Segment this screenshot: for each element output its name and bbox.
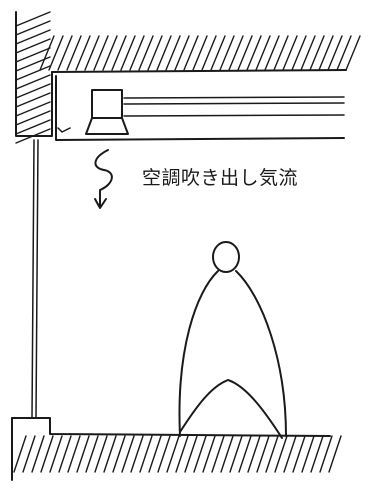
floor-hatch-line (130, 435, 144, 473)
floor-hatch-line (202, 435, 216, 473)
ceiling-hatch-line (75, 35, 91, 71)
ceiling-hatch-line (318, 35, 334, 71)
ceiling-hatch-line (165, 35, 181, 71)
wall-hatch-line (15, 101, 51, 117)
ceiling-hatch-line (264, 35, 280, 71)
floor-hatch-line (157, 435, 171, 473)
floor-hatch-line (211, 435, 225, 473)
ceiling-hatch-line (228, 35, 244, 71)
ceiling-hatch-line (291, 35, 307, 71)
ceiling-hatch-line (246, 35, 262, 71)
ceiling-hatch-line (156, 35, 172, 71)
wall-hatch-line (15, 83, 51, 99)
floor-hatch-line (31, 435, 45, 473)
floor-hatch-line (94, 435, 108, 473)
floor-hatch-line (139, 435, 153, 473)
ceiling-hatch-line (327, 35, 343, 71)
ceiling-hatch-line (138, 35, 154, 71)
wall-hatch-line (15, 29, 51, 45)
ceiling-hatch-line (309, 35, 325, 71)
ceiling-hatch-line (255, 35, 271, 71)
floor-hatch-line (319, 435, 333, 473)
ceiling-hatch-line (201, 35, 217, 71)
ceiling-hatch-line (300, 35, 316, 71)
floor-hatch-line (67, 435, 81, 473)
wall-hatch-line (15, 128, 51, 144)
floor-hatch-line (283, 435, 297, 473)
ceiling-hatch-line (102, 35, 118, 71)
ceiling-hatch-line (174, 35, 190, 71)
ceiling-hatch-line (192, 35, 208, 71)
floor-hatch-line (274, 435, 288, 473)
wall-hatch-line (15, 119, 51, 135)
floor-hatch-line (85, 435, 99, 473)
window-glass (31, 139, 39, 419)
floor-hatch-line (103, 435, 117, 473)
ceiling-hatch-line (336, 35, 352, 71)
floor-hatch-line (256, 435, 270, 473)
ceiling-hatch-line (66, 35, 82, 71)
floor-hatch-line (292, 435, 306, 473)
ceiling-hatch-line (84, 35, 100, 71)
ceiling-hatch-line (183, 35, 199, 71)
wall-hatch-line (15, 92, 51, 108)
floor-hatch-line (247, 435, 261, 473)
floor-hatch-line (229, 435, 243, 473)
floor-hatch-line (184, 435, 198, 473)
ceiling-hatch-line (282, 35, 298, 71)
floor-hatch-line (58, 435, 72, 473)
floor-hatch-line (40, 435, 54, 473)
floor-hatch-line (148, 435, 162, 473)
wall-hatch-line (15, 20, 51, 36)
ceiling-duct (55, 75, 345, 141)
floor-hatch-line (76, 435, 90, 473)
ceiling-hatch-line (120, 35, 136, 71)
floor-hatch-line (166, 435, 180, 473)
floor-hatch-line (238, 435, 252, 473)
wall-hatch-line (15, 38, 51, 54)
ceiling-hatch-line (129, 35, 145, 71)
ceiling-hatch-line (147, 35, 163, 71)
wall-hatch-line (15, 65, 51, 81)
ceiling-hatch-line (111, 35, 127, 71)
ceiling-hatch-line (219, 35, 235, 71)
floor-hatch-line (301, 435, 315, 473)
ceiling-hatch-line (48, 35, 64, 71)
ceiling-hatch-line (273, 35, 289, 71)
floor-hatch-line (265, 435, 279, 473)
floor-hatch-line (193, 435, 207, 473)
floor-hatch-line (49, 435, 63, 473)
airflow-arrow (94, 149, 113, 209)
air-outlet-diffuser (57, 89, 129, 135)
floor-hatch-line (121, 435, 135, 473)
wall-hatch-line (15, 74, 51, 90)
ceiling-hatch-line (345, 35, 361, 71)
floor-hatch-line (22, 435, 36, 473)
ceiling-hatch-line (237, 35, 253, 71)
wall-hatch-line (15, 11, 51, 27)
floor-hatch-line (13, 435, 27, 473)
floor-hatch-line (310, 435, 324, 473)
ceiling-hatch-line (93, 35, 109, 71)
floor-hatch-line (328, 435, 342, 473)
left-wall-upper (15, 11, 53, 144)
ceiling-slab (39, 35, 361, 73)
wall-hatch-line (15, 110, 51, 126)
ceiling-hatch-line (39, 35, 55, 71)
airflow-label: 空調吹き出し気流 (142, 167, 299, 189)
ceiling-hatch-line (210, 35, 226, 71)
floor-hatch-line (220, 435, 234, 473)
floor-hatch-line (112, 435, 126, 473)
wall-hatch-line (15, 47, 51, 63)
floor-hatch-line (175, 435, 189, 473)
floor-slab (11, 417, 342, 481)
ceiling-hatch-line (57, 35, 73, 71)
person-figure (178, 241, 287, 439)
